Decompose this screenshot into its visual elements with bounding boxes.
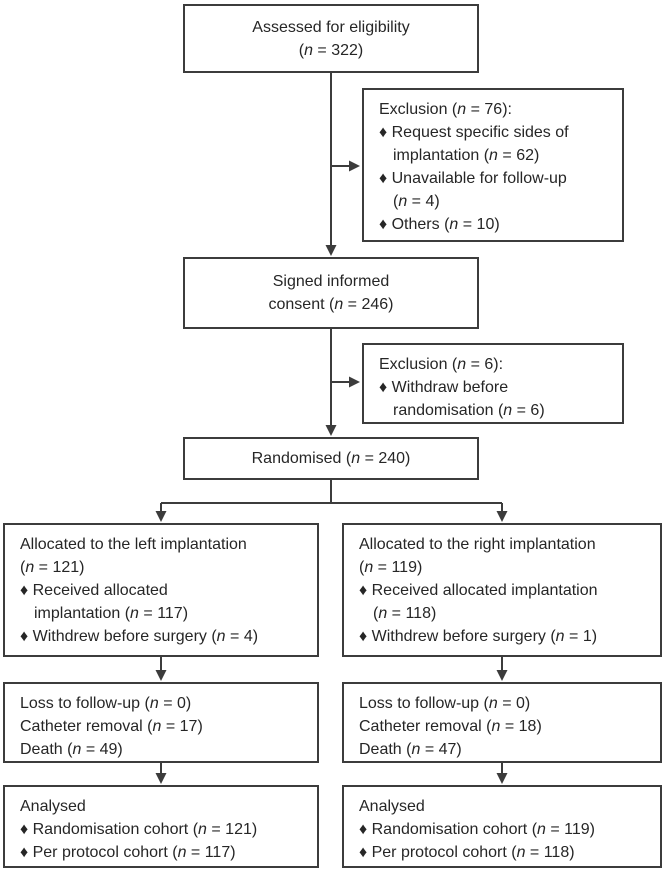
arrow-branch-exclusion-mid (331, 376, 360, 388)
bullet-line: ♦ Received allocated implantation (359, 582, 598, 599)
followup-left-box: Loss to follow-up (n = 0) Catheter remov… (3, 682, 319, 763)
box-line: Catheter removal (n = 17) (20, 718, 203, 735)
arrow-allocation-to-followup-left (155, 657, 167, 681)
box-line: implantation (n = 117) (34, 605, 189, 622)
box-line: (n = 322) (298, 41, 364, 59)
arrow-allocation-to-followup-right (496, 657, 508, 681)
box-line: Loss to follow-up (n = 0) (20, 695, 192, 712)
box-line: Death (n = 49) (20, 741, 123, 758)
box-line: Signed informed (272, 273, 390, 290)
arrow-followup-to-analysed-right (496, 763, 508, 784)
box-line: Randomised (n = 240) (251, 450, 411, 467)
assessed-for-eligibility-box: Assessed for eligibility (n = 322) (183, 4, 479, 73)
bullet-line: ♦ Withdrew before surgery (n = 1) (359, 628, 598, 645)
bullet-line: ♦ Per protocol cohort (n = 117) (20, 844, 236, 861)
bullet-line: ♦ Randomisation cohort (n = 121) (20, 821, 258, 838)
exclusion-mid-box: Exclusion (n = 6): ♦ Withdraw before ran… (362, 343, 624, 424)
bullet-line: ♦ Unavailable for follow-up (379, 170, 567, 187)
bullet-line: ♦ Randomisation cohort (n = 119) (359, 821, 596, 838)
box-line: implantation (n = 62) (393, 147, 540, 164)
bullet-line: ♦ Per protocol cohort (n = 118) (359, 844, 575, 861)
box-line: consent (n = 246) (268, 296, 394, 313)
randomised-box: Randomised (n = 240) (183, 437, 479, 480)
bullet-line: ♦ Withdraw before (379, 379, 509, 396)
arrow-consent-to-randomised (325, 329, 337, 436)
analysed-right-box: Analysed ♦ Randomisation cohort (n = 119… (342, 785, 662, 868)
exclusion-top-box: Exclusion (n = 76): ♦ Request specific s… (362, 88, 624, 242)
bullet-line: ♦ Withdrew before surgery (n = 4) (20, 628, 259, 645)
box-line: randomisation (n = 6) (393, 402, 545, 419)
bullet-line: ♦ Request specific sides of (379, 124, 569, 141)
box-line: Death (n = 47) (359, 741, 462, 758)
box-line: Loss to follow-up (n = 0) (359, 695, 531, 712)
box-line: Assessed for eligibility (252, 18, 410, 36)
box-line: Analysed (359, 798, 425, 815)
split-randomised-to-allocation (155, 480, 508, 522)
bullet-line: ♦ Received allocated (20, 582, 168, 599)
bullet-line: ♦ Others (n = 10) (379, 216, 500, 233)
arrow-followup-to-analysed-left (155, 763, 167, 784)
analysed-left-box: Analysed ♦ Randomisation cohort (n = 121… (3, 785, 319, 868)
box-line: Allocated to the right implantation (359, 536, 596, 553)
box-line: Catheter removal (n = 18) (359, 718, 542, 735)
arrow-branch-exclusion-top (331, 160, 360, 172)
box-line: Exclusion (n = 76): (379, 101, 512, 118)
box-line: (n = 118) (373, 605, 437, 622)
box-line: (n = 119) (359, 559, 423, 576)
signed-consent-box: Signed informed consent (n = 246) (183, 257, 479, 329)
box-line: (n = 121) (20, 559, 85, 576)
box-line: Exclusion (n = 6): (379, 356, 504, 373)
allocated-left-box: Allocated to the left implantation (n = … (3, 523, 319, 657)
allocated-right-box: Allocated to the right implantation (n =… (342, 523, 662, 657)
followup-right-box: Loss to follow-up (n = 0) Catheter remov… (342, 682, 662, 763)
box-line: (n = 4) (393, 193, 440, 210)
arrow-assessed-to-consent (325, 73, 337, 256)
box-line: Allocated to the left implantation (20, 536, 247, 553)
box-line: Analysed (20, 798, 86, 815)
